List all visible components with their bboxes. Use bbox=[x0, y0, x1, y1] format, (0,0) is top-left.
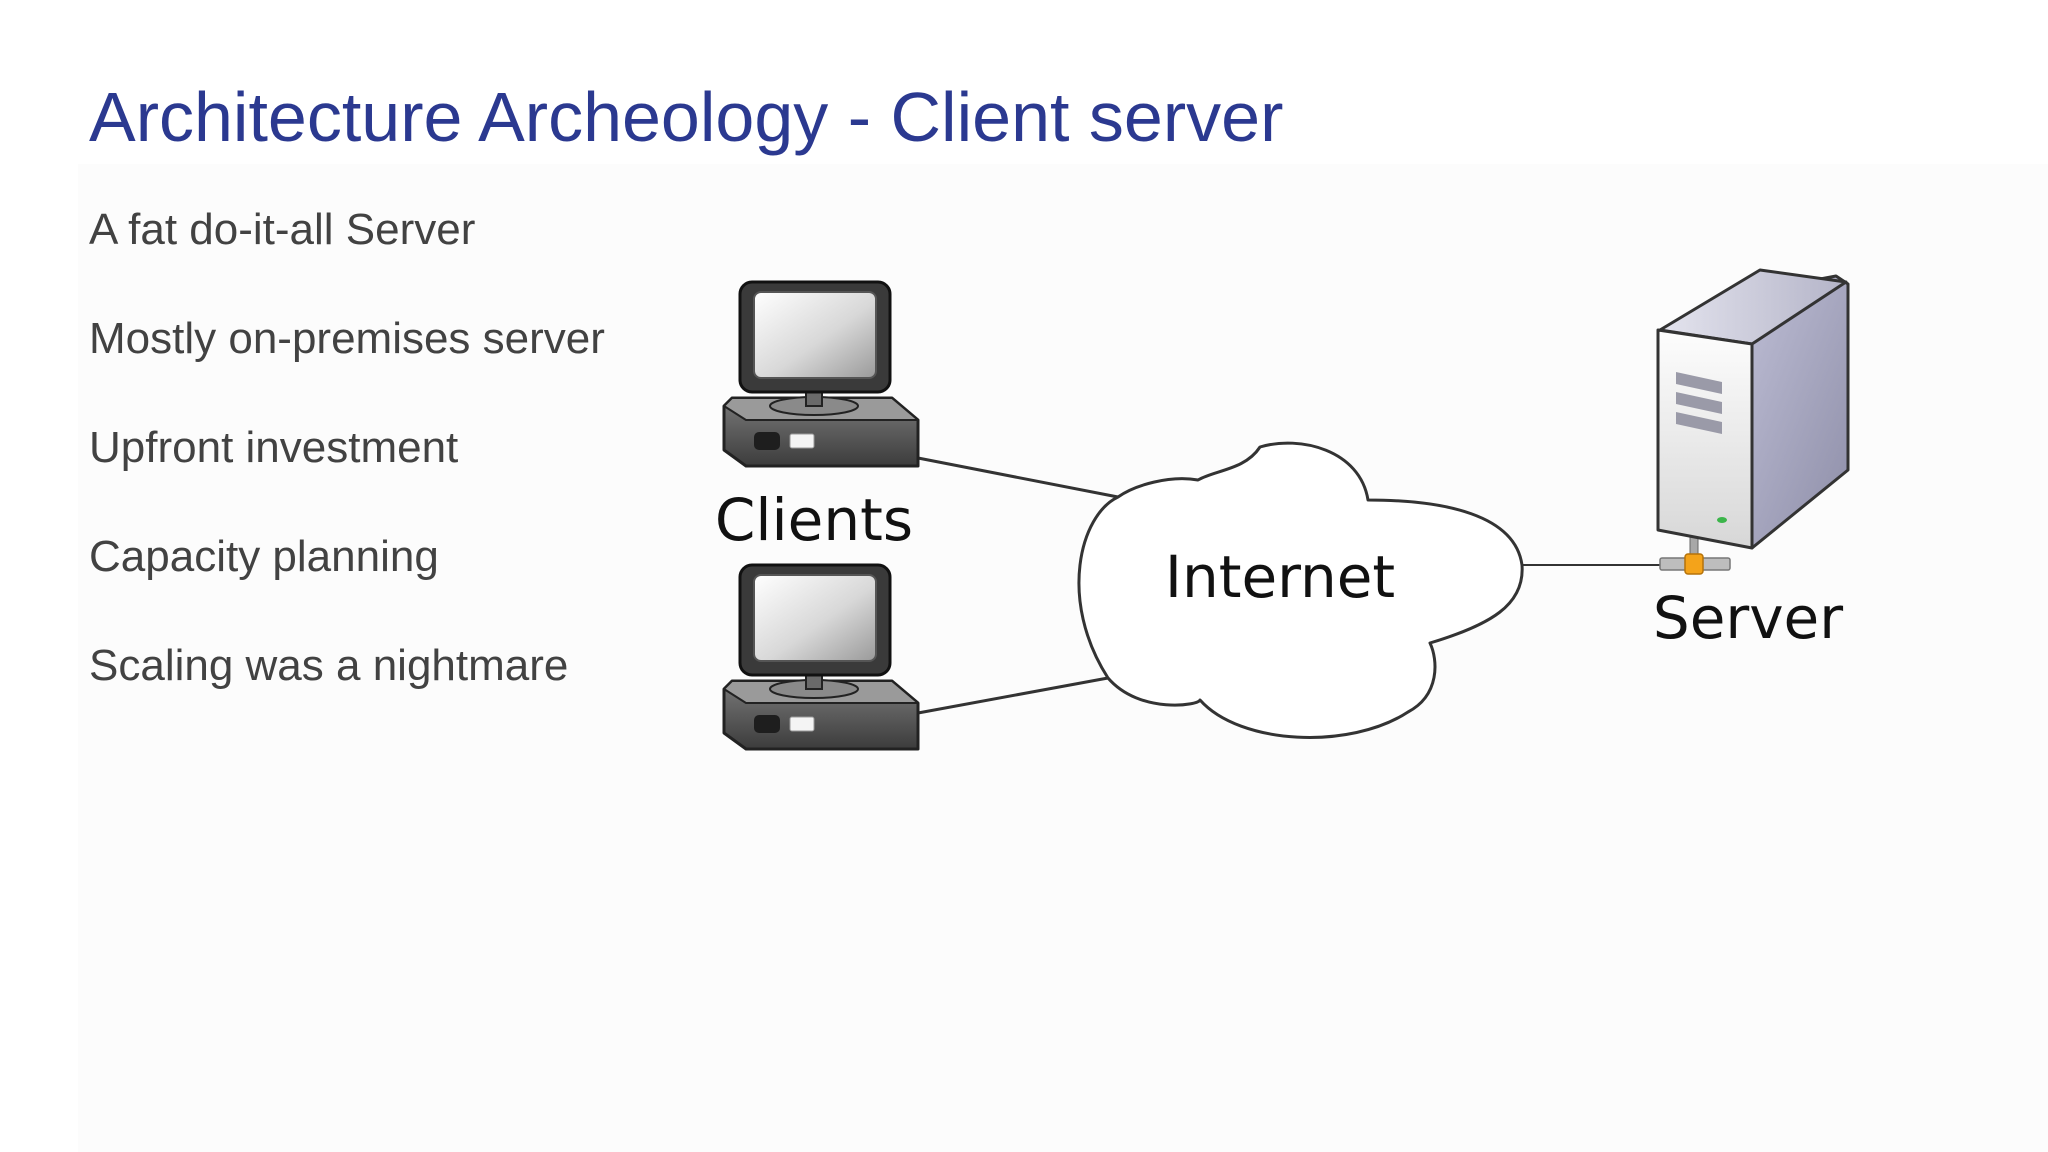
bullet-item: Upfront investment bbox=[89, 423, 459, 472]
bullet-item: Scaling was a nightmare bbox=[89, 641, 569, 690]
connector-client-top bbox=[917, 456, 1119, 499]
bullet-item: A fat do-it-all Server bbox=[89, 205, 476, 254]
client-server-diagram: Clients Internet Server bbox=[715, 268, 1850, 751]
connector-client-bottom bbox=[917, 676, 1109, 715]
bullet-item: Mostly on-premises server bbox=[89, 314, 605, 363]
clients-label: Clients bbox=[715, 486, 913, 554]
bullet-list: A fat do-it-all Server Mostly on-premise… bbox=[89, 200, 605, 745]
server-label: Server bbox=[1653, 584, 1843, 652]
cloud-icon bbox=[1077, 441, 1524, 739]
slide-title: Architecture Archeology - Client server bbox=[89, 78, 1284, 156]
tower-server-icon bbox=[1656, 268, 1850, 575]
bullet-item: Capacity planning bbox=[89, 532, 439, 581]
internet-label: Internet bbox=[1165, 543, 1395, 611]
desktop-computer-icon bbox=[722, 280, 920, 468]
desktop-computer-icon bbox=[722, 563, 920, 751]
